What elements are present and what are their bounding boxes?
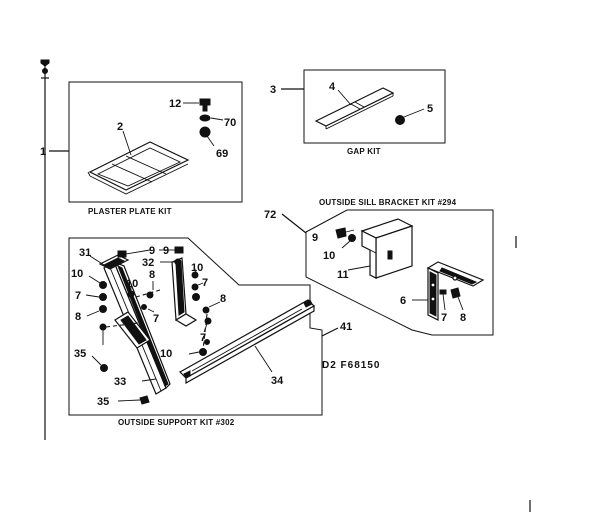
callout-sill-angle: 11 xyxy=(337,269,349,281)
sill-bracket-kit-frame xyxy=(305,209,494,336)
support-nut-right xyxy=(192,293,221,314)
plaster-nut xyxy=(199,126,215,147)
callout-support-nut-right: 8 xyxy=(220,293,226,305)
sill-washer xyxy=(341,234,356,249)
sill-bracket xyxy=(426,261,485,321)
sill-screw xyxy=(335,227,355,239)
callout-support-screw-a: 9 xyxy=(149,245,155,257)
sill-angle xyxy=(360,218,414,279)
callout-plaster-washer: 70 xyxy=(224,117,236,129)
callout-sill-bracket-kit: 72 xyxy=(264,209,276,221)
support-top-cap xyxy=(98,254,130,270)
gap-kit-label: GAP KIT xyxy=(347,147,381,156)
callout-sill-screw: 9 xyxy=(312,232,318,244)
callout-support-bracket-screw-upper: 35 xyxy=(74,348,86,360)
gap-kit: 3 4 5 GAP KIT xyxy=(270,69,446,156)
support-screw-b xyxy=(159,246,184,254)
callout-sill-bracket: 6 xyxy=(400,295,406,307)
plaster-screw xyxy=(183,98,211,112)
callout-gap-strip: 4 xyxy=(329,81,336,93)
plaster-plate-kit-frame xyxy=(68,81,243,203)
callout-support-brace: 34 xyxy=(271,375,284,387)
sill-bolt-a xyxy=(439,289,447,311)
callout-plaster-plate-assembly: 1 xyxy=(40,146,46,158)
left-margin-stem xyxy=(40,59,50,440)
support-bracket-screw-lower xyxy=(117,395,150,405)
support-washer-upper-left xyxy=(88,275,107,289)
plaster-plate-kit-label: PLASTER PLATE KIT xyxy=(88,207,172,216)
outside-sill-bracket-kit-label: OUTSIDE SILL BRACKET KIT #294 xyxy=(319,198,457,207)
gap-kit-frame xyxy=(303,69,446,144)
callout-support-bolt-left: 7 xyxy=(75,290,81,302)
reference-code: D2 F68150 xyxy=(322,360,380,371)
callout-support-nut-left: 8 xyxy=(75,311,81,323)
gap-nut xyxy=(395,108,425,125)
support-nut-mid xyxy=(135,281,161,299)
callout-support-bolt-right-upper: 7 xyxy=(202,277,208,289)
callout-plaster-nut: 69 xyxy=(216,148,228,160)
callout-support-washer-upper-left: 10 xyxy=(71,268,83,280)
callout-support-washer-upper-right: 10 xyxy=(191,262,203,274)
callout-plaster-screw: 12 xyxy=(169,98,181,110)
outside-support-kit-frame xyxy=(68,237,323,416)
callout-plaster-plate: 2 xyxy=(117,121,123,133)
support-bracket-screw-upper xyxy=(91,322,139,372)
support-washer-upper-right xyxy=(191,266,199,279)
support-washer-mid-left xyxy=(127,286,135,298)
callout-support-screw-b: 9 xyxy=(163,245,169,257)
gap-strip xyxy=(314,87,395,130)
support-nut-left xyxy=(86,305,107,317)
callout-support-bolt-mid: 7 xyxy=(153,313,159,325)
callout-sill-washer: 10 xyxy=(323,250,335,262)
support-bolt-mid xyxy=(141,304,155,313)
callout-support-bolt-right-lower: 7 xyxy=(200,332,206,344)
plaster-washer xyxy=(199,114,224,122)
support-screw-a xyxy=(117,249,151,258)
callout-support-bracket-screw-lower: 35 xyxy=(97,396,109,408)
callout-gap-kit: 3 xyxy=(270,84,276,96)
callout-gap-nut: 5 xyxy=(427,103,433,115)
callout-support-clip: 32 xyxy=(142,257,154,269)
callout-support-kit: 41 xyxy=(340,321,352,333)
callout-support-channel: 33 xyxy=(114,376,126,388)
support-brace xyxy=(179,299,315,385)
callout-support-washer-mid-left: 10 xyxy=(126,278,138,290)
plaster-plate-kit: 1 2 12 70 69 PLASTER PLATE KI xyxy=(40,81,243,216)
callout-support-top-cap: 31 xyxy=(79,247,91,259)
outside-support-kit-label: OUTSIDE SUPPORT KIT #302 xyxy=(118,418,235,427)
outside-sill-bracket-kit: OUTSIDE SILL BRACKET KIT #294 72 9 10 11 xyxy=(264,198,494,336)
callout-sill-bolt-a: 7 xyxy=(441,312,447,324)
support-foot-plate xyxy=(114,311,151,349)
callout-sill-bolt-b: 8 xyxy=(460,312,466,324)
support-clip xyxy=(171,257,198,327)
support-bolt-left xyxy=(85,293,107,301)
callout-support-nut-mid: 8 xyxy=(149,269,155,281)
sill-bolt-b xyxy=(450,287,464,311)
support-bolt-right-upper xyxy=(191,282,204,291)
support-washer-lower xyxy=(188,313,210,356)
plaster-plate xyxy=(87,141,190,195)
callout-support-washer-lower: 10 xyxy=(160,348,172,360)
outside-support-kit: 31 9 9 32 10 xyxy=(68,237,352,427)
